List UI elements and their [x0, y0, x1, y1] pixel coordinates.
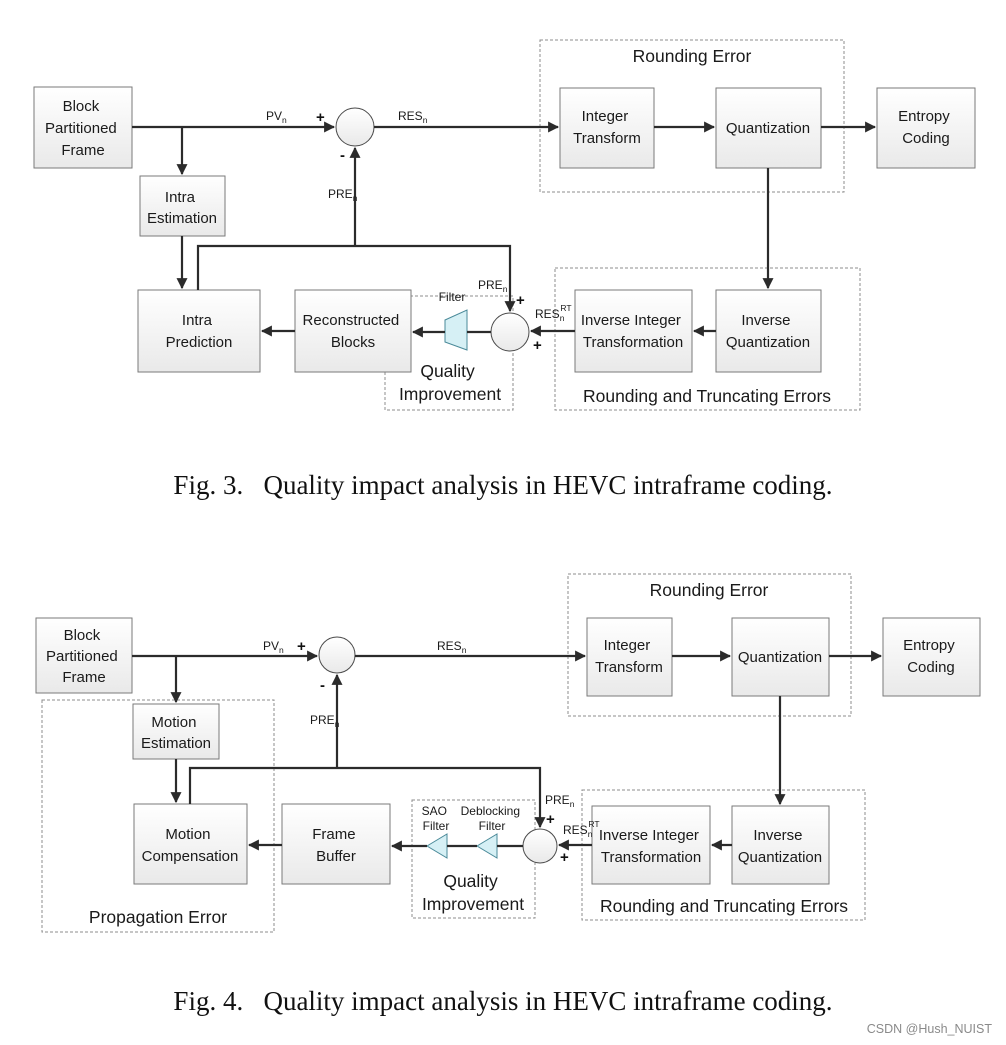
- fig3-adder-node: [490, 312, 530, 352]
- fig4-pv-label: PVn: [263, 639, 284, 655]
- fig4-pre-label: PREn: [310, 713, 340, 729]
- fig4-inverse-integer-box: [591, 805, 711, 885]
- fig3-inverse-quant-label: Inverse Quantization: [726, 312, 810, 351]
- fig3-quality-label: Quality Improvement: [399, 361, 501, 404]
- fig4-quantization-label: Quantization: [738, 649, 822, 666]
- fig4-res-label: RESn: [437, 639, 467, 655]
- fig4-motion-estimation-box: [132, 703, 220, 760]
- fig4-inverse-quant-label: Inverse Quantization: [738, 827, 822, 866]
- fig3-plus-sign-1: +: [316, 109, 325, 126]
- fig4-rounding-error-group: [567, 573, 852, 717]
- fig3-intra-prediction-box: [137, 289, 261, 373]
- fig4-plus-sign-3: +: [560, 849, 569, 866]
- fig4-motion-estimation-label: Motion Estimation: [141, 714, 211, 752]
- fig3-filter-icon: [444, 309, 468, 351]
- fig4-sao-filter-icon: [426, 833, 448, 859]
- fig3-rounding-error-label: Rounding Error: [633, 46, 752, 66]
- fig4-block-partitioned-box: [35, 617, 133, 694]
- fig3-intra-estimation-label: Intra Estimation: [147, 189, 217, 227]
- fig3-plus-sign-2: +: [516, 292, 525, 309]
- fig4-deblocking-filter-label: Deblocking Filter: [461, 804, 524, 833]
- fig4-frame-buffer-box: [281, 803, 391, 885]
- fig4-diagram: Block Partitioned Frame Motion Estimatio…: [35, 573, 981, 933]
- fig4-entropy-label: Entropy Coding: [903, 637, 959, 676]
- fig4-plus-sign-2: +: [546, 811, 555, 828]
- fig3-pv-label: PVn: [266, 109, 287, 125]
- fig4-block-partitioned-label: Block Partitioned Frame: [46, 627, 122, 686]
- fig3-block-partitioned-box: [33, 86, 133, 169]
- fig4-subtractor-node: [318, 636, 356, 674]
- fig3-block-partitioned-label: Block Partitioned Frame: [45, 98, 121, 159]
- fig3-integer-transform-label: Integer Transform: [573, 108, 641, 147]
- fig3-rounding-truncating-label: Rounding and Truncating Errors: [583, 386, 831, 406]
- fig3-rounding-truncating-group: [554, 267, 861, 411]
- fig4-pre-label-2: PREn: [545, 793, 575, 809]
- fig4-inverse-quant-box: [731, 805, 830, 885]
- fig4-propagation-group: [41, 699, 275, 933]
- fig4-rounding-truncating-label: Rounding and Truncating Errors: [600, 896, 848, 916]
- fig3-caption: Fig. 3. Quality impact analysis in HEVC …: [173, 470, 832, 500]
- fig4-rounding-error-label: Rounding Error: [650, 580, 769, 600]
- fig3-intra-estimation-box: [139, 175, 226, 237]
- fig3-entropy-box: [876, 87, 976, 169]
- fig3-entropy-label: Entropy Coding: [898, 108, 954, 147]
- fig4-res-rt-label: RESnRT: [563, 819, 600, 839]
- watermark: CSDN @Hush_NUIST: [867, 1022, 993, 1036]
- fig4-quality-label: Quality Improvement: [422, 871, 524, 914]
- fig4-frame-buffer-label: Frame Buffer: [312, 826, 360, 865]
- fig3-reconstructed-label: Reconstructed Blocks: [303, 312, 404, 351]
- fig3-diagram: Block Partitioned Frame Intra Estimation…: [33, 39, 976, 411]
- fig4-deblocking-filter-icon: [476, 833, 498, 859]
- fig4-propagation-label: Propagation Error: [89, 907, 227, 927]
- fig3-rounding-error-group: [539, 39, 845, 193]
- fig3-pre-label-2: PREn: [478, 278, 508, 294]
- fig3-filter-label: Filter: [439, 290, 466, 304]
- fig4-inverse-integer-label: Inverse Integer Transformation: [599, 827, 703, 866]
- fig3-inverse-quant-box: [715, 289, 822, 373]
- fig4-integer-transform-box: [586, 617, 673, 697]
- fig3-inverse-integer-box: [574, 289, 693, 373]
- fig4-sao-filter-label: SAO Filter: [422, 804, 451, 833]
- fig4-motion-compensation-label: Motion Compensation: [142, 826, 239, 865]
- fig3-pre-label: PREn: [328, 187, 358, 203]
- fig3-intra-prediction-label: Intra Prediction: [166, 312, 233, 351]
- fig4-caption: Fig. 4. Quality impact analysis in HEVC …: [173, 986, 832, 1016]
- fig4-integer-transform-label: Integer Transform: [595, 637, 663, 676]
- fig3-integer-transform-box: [559, 87, 655, 169]
- fig3-quantization-label: Quantization: [726, 120, 810, 137]
- fig4-quantization-box: [731, 617, 830, 697]
- fig4-plus-sign-1: +: [297, 638, 306, 655]
- fig4-minus-sign: -: [320, 677, 325, 694]
- fig3-reconstructed-box: [294, 289, 412, 373]
- fig3-res-label: RESn: [398, 109, 428, 125]
- fig3-plus-sign-3: +: [533, 337, 542, 354]
- fig4-rounding-truncating-group: [581, 789, 866, 921]
- fig4-adder-node: [522, 828, 558, 864]
- fig3-inverse-integer-label: Inverse Integer Transformation: [581, 312, 685, 351]
- fig3-res-rt-label: RESnRT: [535, 303, 572, 323]
- fig3-minus-sign: -: [340, 147, 345, 164]
- fig4-entropy-box: [882, 617, 981, 697]
- fig4-motion-compensation-box: [133, 803, 248, 885]
- fig3-subtractor-node: [335, 107, 375, 147]
